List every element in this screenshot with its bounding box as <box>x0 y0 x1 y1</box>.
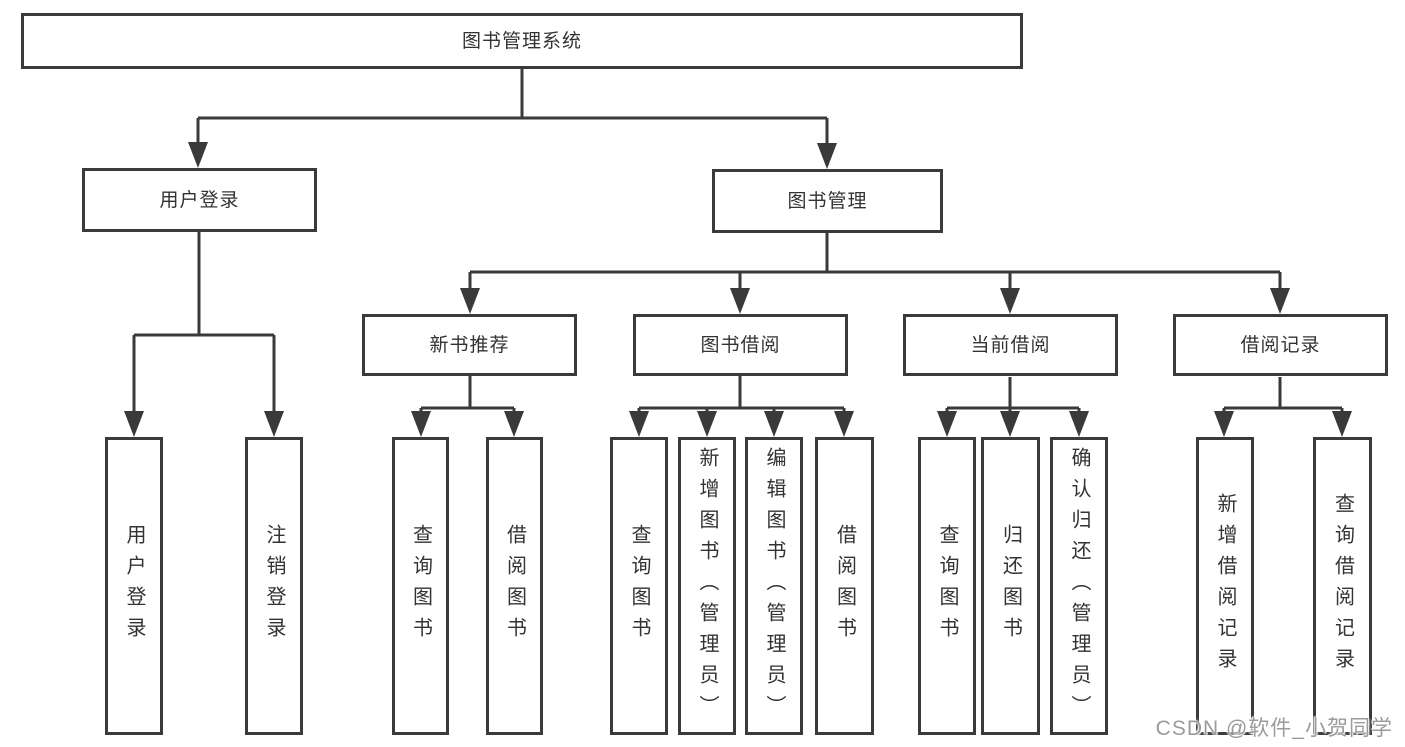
node-user-login-label: 用户登录 <box>159 189 240 211</box>
leaf-query-books-recommend-label: 查询图书 <box>409 524 432 648</box>
connector-user-login <box>132 232 276 413</box>
node-new-book-recommendation-label: 新书推荐 <box>429 334 510 356</box>
connector-current-borrow <box>945 377 1081 413</box>
leaf-add-borrow-record-label: 新增借阅记录 <box>1214 493 1236 679</box>
leaf-add-borrow-record: 新增借阅记录 <box>1196 437 1254 735</box>
leaf-borrow-books-borrow-label: 借阅图书 <box>833 524 856 648</box>
node-user-login: 用户登录 <box>82 168 317 232</box>
connector-book-borrow <box>637 376 846 413</box>
leaf-borrow-books-recommend: 借阅图书 <box>486 437 543 735</box>
leaf-add-book-admin: 新增图书（管理员） <box>678 437 736 735</box>
leaf-query-books-current: 查询图书 <box>918 437 976 735</box>
leaf-return-books-label: 归还图书 <box>999 524 1022 648</box>
watermark: CSDN @软件_小贺同学 <box>1155 717 1393 740</box>
leaf-borrow-books-borrow: 借阅图书 <box>815 437 874 735</box>
leaf-user-login: 用户登录 <box>105 437 163 735</box>
node-new-book-recommendation: 新书推荐 <box>362 314 577 376</box>
node-book-management: 图书管理 <box>712 169 943 233</box>
leaf-borrow-books-recommend-label: 借阅图书 <box>503 524 526 648</box>
leaf-query-books-recommend: 查询图书 <box>392 437 449 735</box>
node-library-system-label: 图书管理系统 <box>461 30 582 52</box>
leaf-confirm-return-admin: 确认归还（管理员） <box>1050 437 1108 735</box>
connector-root <box>196 68 829 145</box>
leaf-edit-book-admin-label: 编辑图书（管理员） <box>763 446 785 726</box>
arrowheads <box>124 142 1352 437</box>
connector-new-book <box>419 376 516 413</box>
leaf-user-login-label: 用户登录 <box>123 524 145 648</box>
leaf-query-books-borrow-label: 查询图书 <box>628 524 650 648</box>
node-book-management-label: 图书管理 <box>787 190 868 212</box>
leaf-confirm-return-admin-label: 确认归还（管理员） <box>1068 446 1090 726</box>
leaf-query-borrow-record-label: 查询借阅记录 <box>1331 493 1354 679</box>
node-current-borrowing: 当前借阅 <box>903 314 1118 376</box>
node-book-borrowing-label: 图书借阅 <box>700 334 781 356</box>
leaf-query-books-borrow: 查询图书 <box>610 437 668 735</box>
node-borrowing-records-label: 借阅记录 <box>1240 334 1321 356</box>
connector-borrow-records <box>1222 377 1344 413</box>
leaf-logout-label: 注销登录 <box>263 524 285 648</box>
node-library-system: 图书管理系统 <box>21 13 1023 69</box>
leaf-query-books-current-label: 查询图书 <box>936 524 958 648</box>
leaf-query-borrow-record: 查询借阅记录 <box>1313 437 1372 735</box>
leaf-add-book-admin-label: 新增图书（管理员） <box>696 446 718 726</box>
leaf-edit-book-admin: 编辑图书（管理员） <box>745 437 803 735</box>
node-borrowing-records: 借阅记录 <box>1173 314 1388 376</box>
connector-book-management <box>468 233 1282 291</box>
node-book-borrowing: 图书借阅 <box>633 314 848 376</box>
leaf-return-books: 归还图书 <box>981 437 1040 735</box>
leaf-logout: 注销登录 <box>245 437 303 735</box>
node-current-borrowing-label: 当前借阅 <box>970 334 1051 356</box>
